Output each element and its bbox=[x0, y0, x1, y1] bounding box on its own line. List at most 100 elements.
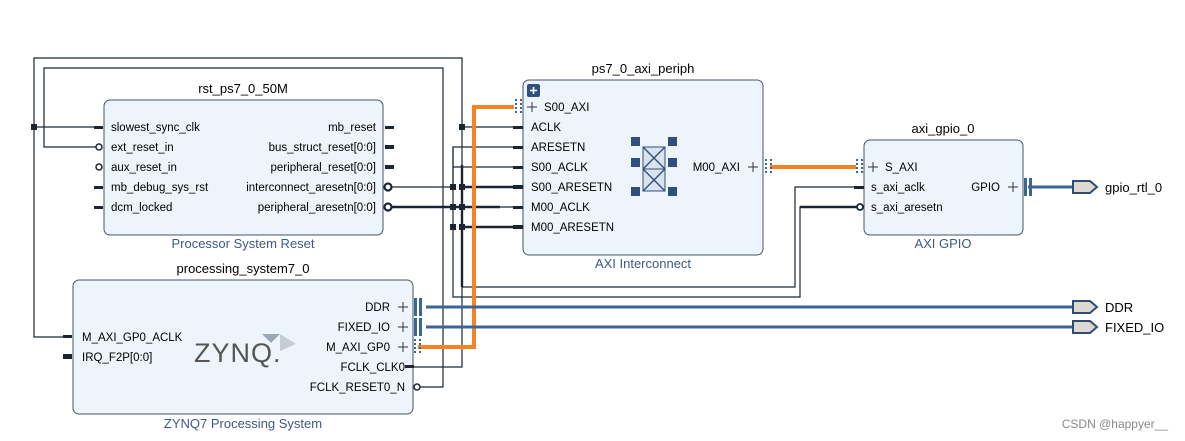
pin-m-axi-gp0[interactable] bbox=[414, 339, 421, 353]
pin-label-aresetn: ARESETN bbox=[531, 142, 585, 154]
zynq-logo: ZYNQ. bbox=[194, 334, 296, 368]
pin-peripheral-reset[interactable] bbox=[385, 165, 394, 169]
pin-label-m-axi-gp0-aclk: M_AXI_GP0_ACLK bbox=[82, 332, 183, 344]
pin-aux-reset-in[interactable] bbox=[95, 163, 103, 171]
pin-label-slowest-sync-clk: slowest_sync_clk bbox=[111, 122, 200, 134]
ic-expand-button[interactable] bbox=[527, 84, 540, 97]
ps-type-label: ZYNQ7 Processing System bbox=[164, 416, 322, 431]
pin-s-axi-aresetn[interactable] bbox=[856, 203, 864, 211]
pin-mb-debug-sys-rst[interactable] bbox=[94, 186, 103, 189]
pin-s-axi[interactable] bbox=[856, 159, 863, 173]
pin-aclk[interactable] bbox=[513, 126, 523, 129]
pin-ext-reset-in[interactable] bbox=[95, 143, 103, 151]
pin-label-irq-f2p: IRQ_F2P[0:0] bbox=[82, 352, 152, 364]
ps-bus-stubs bbox=[414, 298, 422, 353]
pin-label-m00-aresetn: M00_ARESETN bbox=[531, 222, 614, 234]
expand-s-axi-icon[interactable] bbox=[868, 162, 878, 172]
pin-s-axi-aclk[interactable] bbox=[854, 186, 864, 189]
pin-label-dcm-locked: dcm_locked bbox=[111, 202, 172, 214]
axi-bus-m-axi-gp0[interactable] bbox=[418, 105, 514, 349]
pin-s00-aresetn[interactable] bbox=[513, 185, 523, 189]
rst-input-pins: slowest_sync_clk ext_reset_in aux_reset_… bbox=[94, 122, 209, 214]
port-ddr[interactable]: DDR bbox=[1072, 300, 1133, 315]
ic-input-stubs bbox=[513, 126, 523, 229]
pin-label-mb-reset: mb_reset bbox=[328, 122, 377, 134]
pin-label-s00-aclk: S00_ACLK bbox=[531, 162, 588, 174]
pin-bus-struct-reset[interactable] bbox=[385, 145, 394, 149]
pin-fixed-io[interactable] bbox=[414, 318, 417, 336]
expand-m00-axi-icon[interactable] bbox=[748, 162, 758, 172]
pin-interconnect-aresetn[interactable] bbox=[383, 182, 393, 192]
rst-type-label: Processor System Reset bbox=[171, 236, 314, 251]
external-ports: gpio_rtl_0 DDR FIXED_IO bbox=[1072, 180, 1164, 335]
pin-s00-aclk[interactable] bbox=[513, 166, 523, 169]
wires bbox=[33, 57, 860, 388]
pin-label-s-axi: S_AXI bbox=[885, 162, 918, 174]
junctions bbox=[31, 124, 465, 230]
pin-fclk-reset0-n[interactable] bbox=[413, 383, 421, 391]
pin-label-ddr: DDR bbox=[365, 302, 390, 314]
pin-slowest-sync-clk[interactable] bbox=[94, 126, 103, 129]
pin-label-s-axi-aclk: s_axi_aclk bbox=[871, 182, 925, 194]
port-fixed-io[interactable]: FIXED_IO bbox=[1072, 320, 1164, 335]
wire-fclk-clk0[interactable] bbox=[33, 57, 463, 368]
pin-dcm-locked[interactable] bbox=[94, 206, 103, 209]
ic-instance-name: ps7_0_axi_periph bbox=[592, 61, 695, 76]
port-label-gpio-rtl-0: gpio_rtl_0 bbox=[1105, 180, 1162, 195]
pin-label-interconnect-aresetn: interconnect_aresetn[0:0] bbox=[246, 182, 376, 194]
pin-label-m00-aclk: M00_ACLK bbox=[531, 202, 590, 214]
pin-mb-reset[interactable] bbox=[385, 126, 394, 129]
rst-output-pins: mb_reset bus_struct_reset[0:0] periphera… bbox=[246, 122, 394, 214]
expand-fixed-io-icon[interactable] bbox=[398, 322, 408, 332]
pin-ddr[interactable] bbox=[414, 298, 417, 316]
expand-ddr-icon[interactable] bbox=[398, 302, 408, 312]
pin-m00-aclk[interactable] bbox=[513, 206, 523, 209]
rst-block-body[interactable] bbox=[103, 99, 384, 236]
gpio-instance-name: axi_gpio_0 bbox=[912, 121, 975, 136]
wire-s-axi-aclk[interactable] bbox=[462, 186, 860, 288]
crossbar-icon bbox=[631, 137, 677, 196]
pin-fclk-clk0[interactable] bbox=[405, 365, 414, 368]
gpio-block[interactable]: axi_gpio_0 AXI GPIO S_AXI s_axi_aclk s_a… bbox=[854, 121, 1032, 251]
ps-block[interactable]: processing_system7_0 ZYNQ7 Processing Sy… bbox=[63, 261, 422, 431]
pin-m00-aresetn[interactable] bbox=[513, 225, 523, 229]
pin-label-s00-axi: S00_AXI bbox=[544, 102, 589, 114]
expand-gpio-icon[interactable] bbox=[1008, 182, 1018, 192]
pin-label-mb-debug-sys-rst: mb_debug_sys_rst bbox=[111, 182, 209, 194]
watermark: CSDN @happyer__ bbox=[1062, 417, 1169, 431]
pin-irq-f2p[interactable] bbox=[63, 354, 72, 359]
zynq-logo-mark bbox=[262, 334, 280, 343]
wire-fclk-reset0-n[interactable] bbox=[43, 67, 444, 388]
pin-aresetn[interactable] bbox=[513, 146, 523, 149]
pin-m-axi-gp0-aclk[interactable] bbox=[63, 335, 72, 338]
ps-expand-icons bbox=[398, 302, 408, 352]
ps-instance-name: processing_system7_0 bbox=[177, 261, 310, 276]
gpio-type-label: AXI GPIO bbox=[914, 236, 971, 251]
expand-s00-axi-icon[interactable] bbox=[527, 102, 537, 112]
ps-block-body[interactable] bbox=[72, 279, 414, 415]
pin-label-s-axi-aresetn: s_axi_aresetn bbox=[871, 202, 943, 214]
axi-buses bbox=[418, 105, 856, 349]
pin-peripheral-aresetn[interactable] bbox=[383, 202, 393, 212]
pin-label-aux-reset-in: aux_reset_in bbox=[111, 162, 177, 174]
pin-label-fixed-io: FIXED_IO bbox=[338, 322, 390, 334]
port-gpio-rtl-0[interactable]: gpio_rtl_0 bbox=[1072, 180, 1162, 195]
pin-label-peripheral-aresetn: peripheral_aresetn[0:0] bbox=[258, 202, 376, 214]
port-label-fixed-io: FIXED_IO bbox=[1105, 320, 1164, 335]
pin-label-bus-struct-reset: bus_struct_reset[0:0] bbox=[269, 142, 376, 154]
pin-m00-axi[interactable] bbox=[765, 159, 772, 173]
pin-label-m-axi-gp0: M_AXI_GP0 bbox=[326, 342, 390, 354]
external-buses bbox=[426, 185, 1072, 329]
ic-type-label: AXI Interconnect bbox=[595, 256, 691, 271]
pin-label-m00-axi: M00_AXI bbox=[693, 162, 740, 174]
port-label-ddr: DDR bbox=[1105, 300, 1133, 315]
pin-gpio[interactable] bbox=[1024, 178, 1032, 196]
zynq-logo-text: ZYNQ. bbox=[194, 338, 282, 368]
pin-s00-axi[interactable] bbox=[515, 99, 522, 113]
rst-block[interactable]: rst_ps7_0_50M Processor System Reset slo… bbox=[94, 81, 394, 251]
interconnect-block[interactable]: ps7_0_axi_periph AXI Interconnect S00_AX… bbox=[513, 61, 772, 271]
pin-label-peripheral-reset: peripheral_reset[0:0] bbox=[271, 162, 376, 174]
expand-m-axi-gp0-icon[interactable] bbox=[398, 342, 408, 352]
pin-label-fclk-clk0: FCLK_CLK0 bbox=[340, 362, 405, 374]
